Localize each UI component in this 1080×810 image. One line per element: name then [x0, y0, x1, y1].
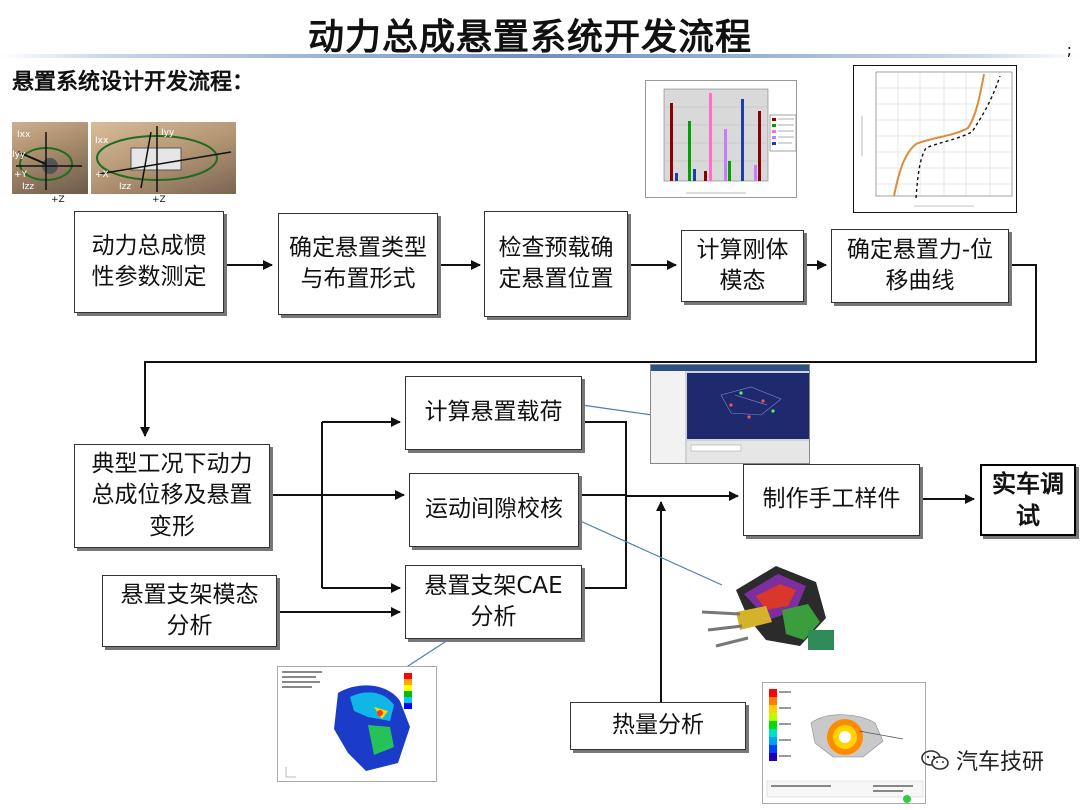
- step-bracket-modal-analysis: 悬置支架模态分析: [102, 575, 277, 647]
- inertia-photo-right: Ixx Iyy Izz +X: [91, 122, 236, 194]
- label-iyy-left: Iyy: [12, 150, 26, 160]
- title-divider: [0, 54, 1080, 58]
- force-displacement-curve-thumbnail: [853, 65, 1017, 213]
- step-mount-type-layout: 确定悬置类型与布置形式: [278, 213, 438, 315]
- step-inertia-parameter-measurement: 动力总成惯性参数测定: [74, 211, 224, 313]
- modal-energy-chart-thumbnail: [645, 80, 797, 198]
- step-rigid-body-modes: 计算刚体模态: [681, 230, 804, 302]
- leader-b7-screenshot: [581, 404, 653, 416]
- thermal-contour-plot: [762, 682, 926, 804]
- label-izz-right: Izz: [119, 182, 132, 192]
- leader-b9-fea: [404, 639, 449, 669]
- step-mount-load-calculation: 计算悬置载荷: [405, 376, 582, 450]
- inertia-photo-left: Ixx Iyy Izz +Y: [12, 122, 88, 194]
- label-plus-z-left: +Z: [51, 195, 65, 205]
- label-plus-z-right: +Z: [152, 195, 166, 205]
- step-force-displacement-curve: 确定悬置力-位移曲线: [831, 229, 1009, 303]
- page-title: 动力总成悬置系统开发流程: [307, 17, 752, 58]
- step-bracket-cae-analysis: 悬置支架CAE分析: [405, 565, 582, 639]
- bracket-assembly-model: [696, 560, 842, 660]
- step-vehicle-tuning: 实车调试: [980, 464, 1076, 536]
- section-subtitle: 悬置系统设计开发流程：: [12, 70, 255, 95]
- label-plus-x: +X: [95, 170, 109, 180]
- label-ixx-left: Ixx: [17, 130, 31, 140]
- simulation-software-screenshot: [650, 364, 810, 464]
- step-thermal-analysis: 热量分析: [570, 702, 746, 750]
- watermark: 汽车技研: [920, 744, 1044, 776]
- step-preload-mount-position: 检查预载确定悬置位置: [484, 211, 628, 317]
- step-displacement-deformation: 典型工况下动力总成位移及悬置变形: [74, 444, 270, 548]
- label-iyy-right: Iyy: [161, 128, 175, 138]
- label-plus-y: +Y: [14, 170, 28, 180]
- step-motion-clearance-check: 运动间隙校核: [409, 473, 579, 547]
- watermark-text: 汽车技研: [955, 750, 1044, 775]
- arrow-b5-b6: [140, 264, 1037, 437]
- bracket-fea-contour: [277, 666, 437, 782]
- step-handmade-prototype: 制作手工样件: [743, 464, 920, 536]
- wechat-icon: [921, 750, 949, 770]
- leader-b8-model: [577, 519, 723, 586]
- label-ixx-right: Ixx: [95, 136, 109, 146]
- label-izz-left: Izz: [22, 182, 35, 192]
- merge-vertical: [582, 421, 627, 589]
- title-mark: ;: [1066, 40, 1072, 59]
